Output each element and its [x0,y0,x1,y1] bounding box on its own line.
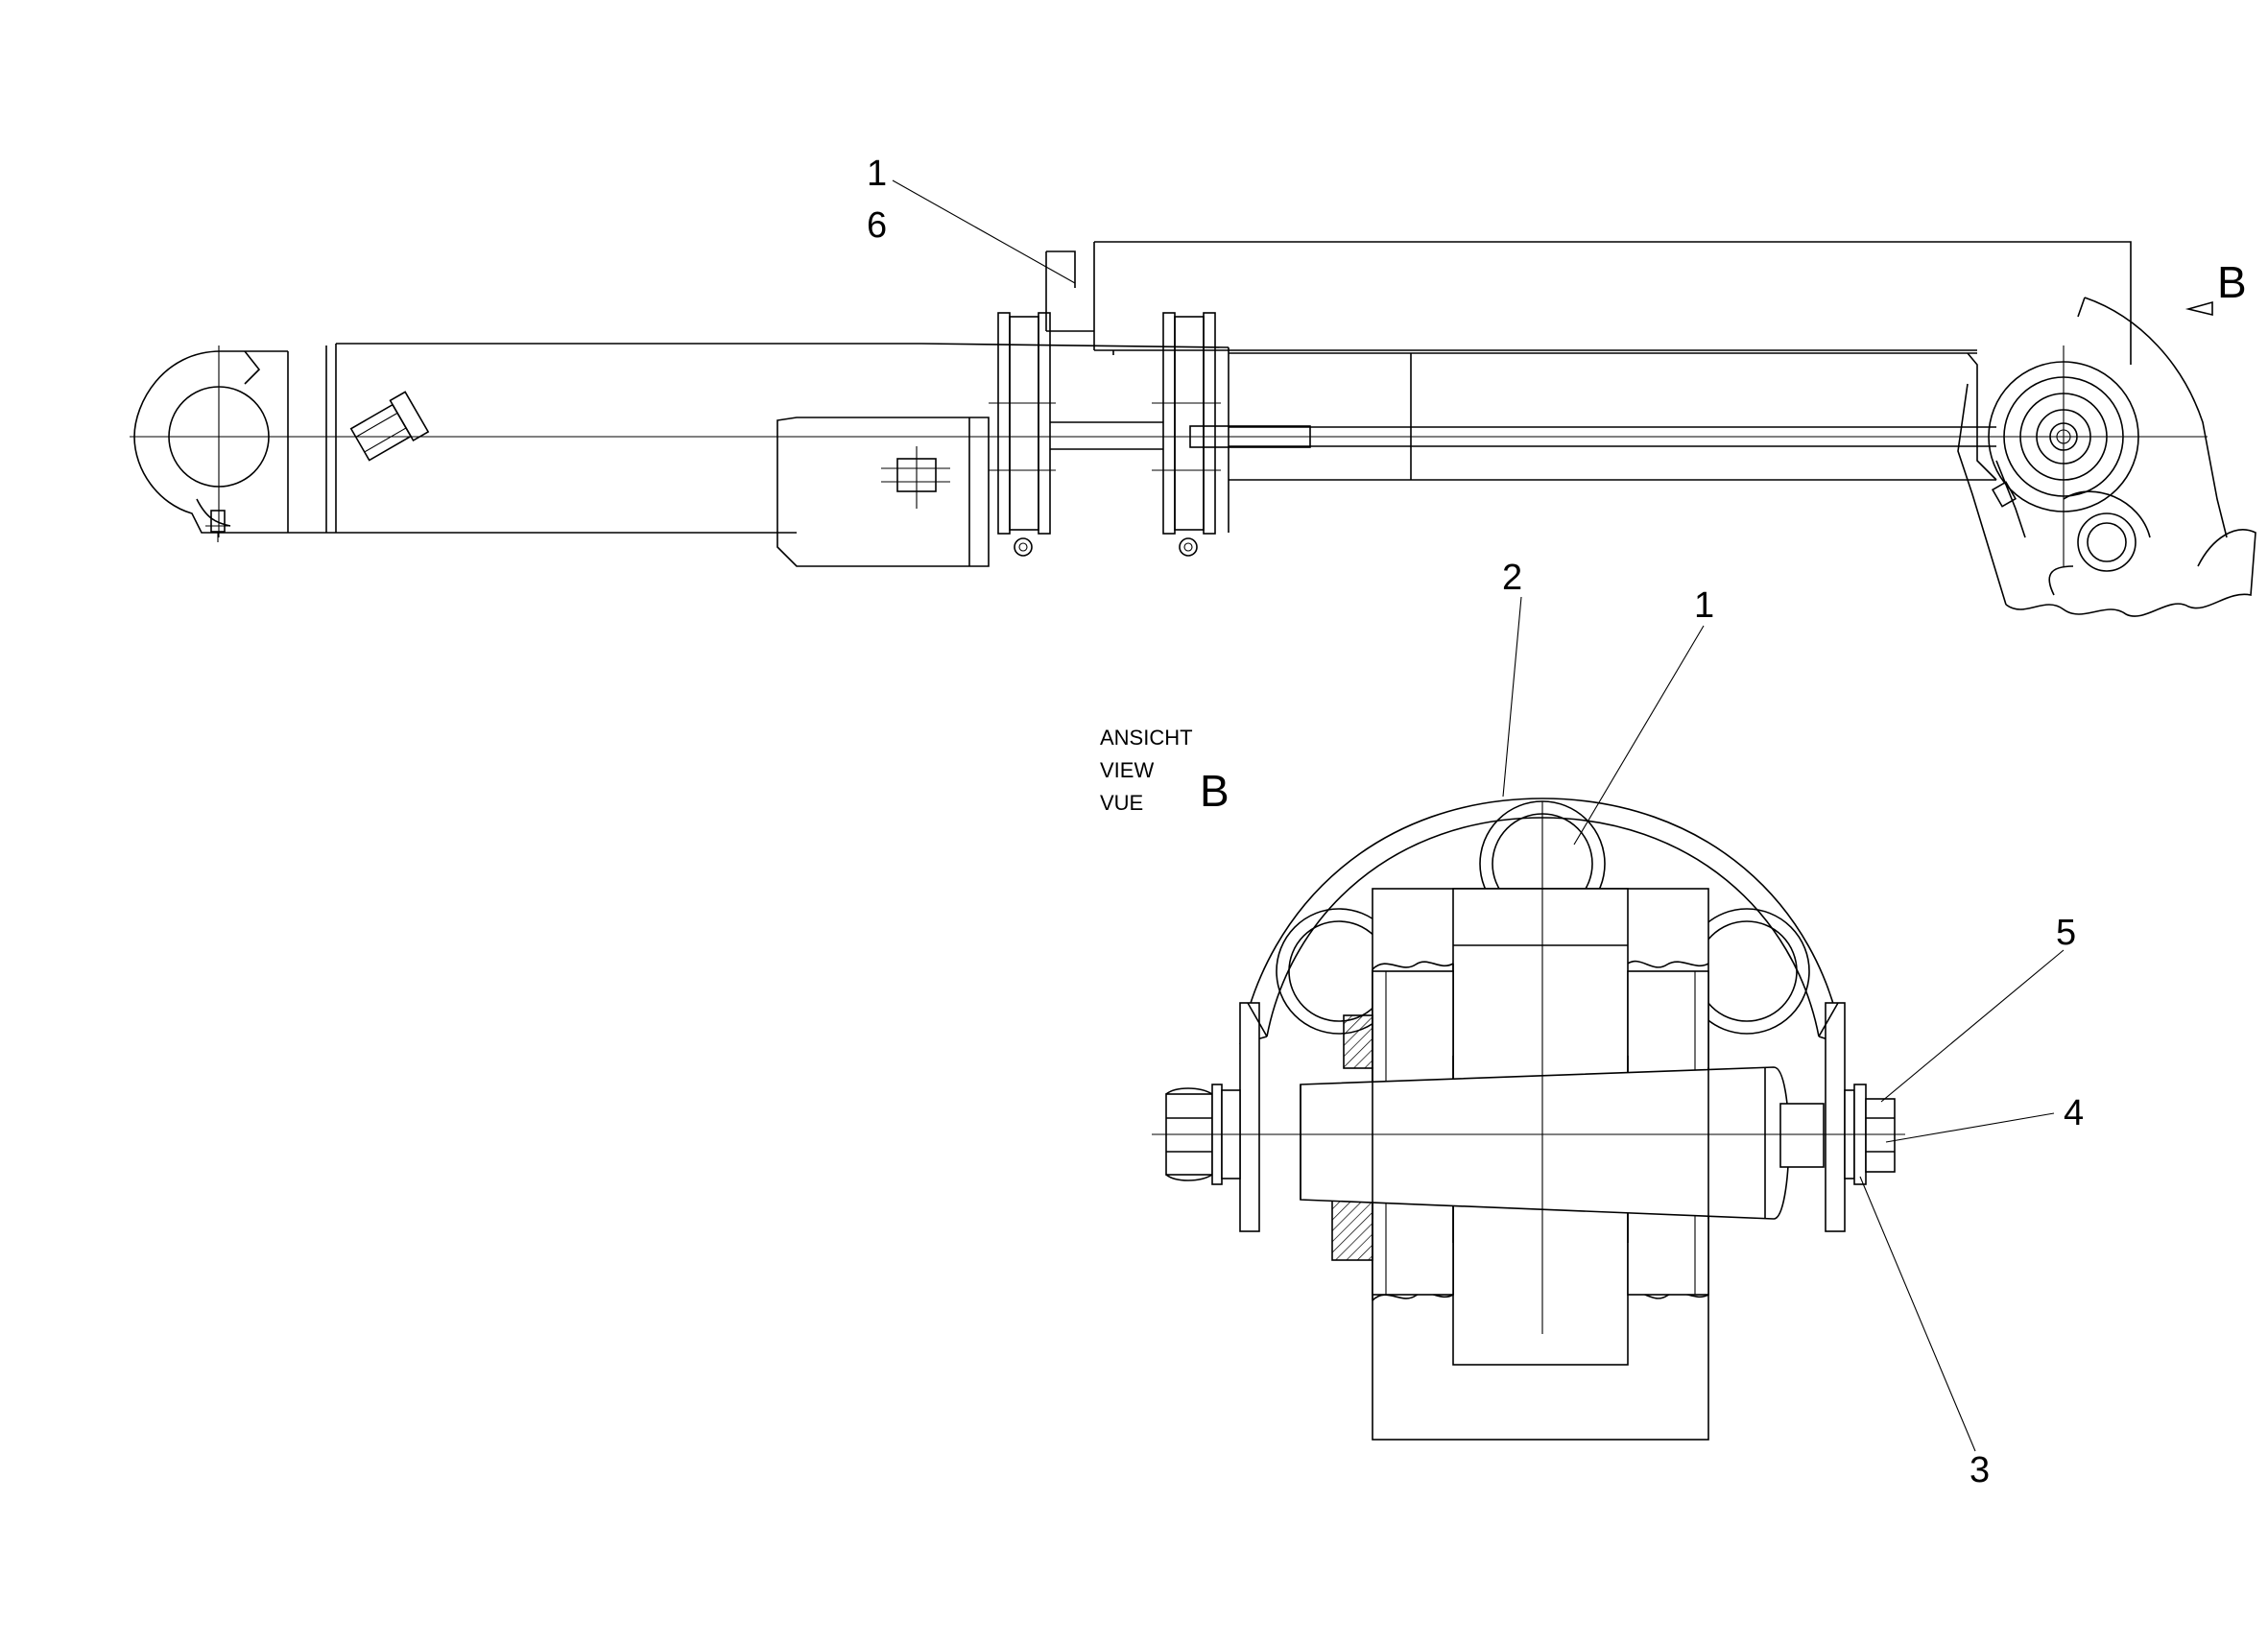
clamp-ring-right [1152,312,1221,557]
leader-b-5 [1880,949,2065,1103]
right-pivot-mount [1957,297,2256,617]
view-b-title: ANSICHT VIEW VUE B [1100,726,1229,816]
pivot-pin [1300,1066,1790,1220]
leader-b-2 [1502,596,1522,798]
cylinder-barrel [287,343,1229,534]
side-plate-left [1239,1002,1260,1232]
callout-b-4: 4 [2064,1093,2084,1133]
guard-arch-outer [1239,798,1844,1045]
view-b-section-letter: B [1200,766,1229,816]
callout-b-2: 2 [1502,558,1522,598]
leader-b-3 [1859,1176,1976,1452]
guard-plate [1045,241,2132,365]
view-b-section: 2 1 5 4 3 [1152,558,2084,1490]
hydraulic-port-fitting [349,391,430,462]
view-word-vue: VUE [1100,791,1143,815]
callout-b-5: 5 [2056,913,2076,953]
piston-rod [1050,352,1996,481]
bushing-hatched-bottom [1331,1197,1373,1261]
bolt-assembly-right [1779,1084,1896,1185]
left-clevis-eye [133,345,288,542]
callout-side-6: 6 [867,205,887,246]
leader-b-4 [1885,1112,2055,1143]
view-word-ansicht: ANSICHT [1100,726,1193,750]
callout-b-1: 1 [1694,585,1714,626]
callout-b-3: 3 [1970,1450,1990,1490]
leader-b-1 [1573,625,1705,846]
view-word-view: VIEW [1100,758,1154,782]
side-view-cylinder-assembly: B 1 6 [130,154,2256,617]
view-b-marker-label: B [2217,257,2247,307]
bushing-hatched-top [1343,1014,1373,1069]
clamp-ring-left [989,312,1056,557]
callout-side-1: 1 [867,154,887,194]
leader-side-1 [892,179,1076,284]
mount-block [776,417,990,567]
side-plate-right [1825,1002,1846,1232]
view-b-arrow [2184,300,2213,317]
